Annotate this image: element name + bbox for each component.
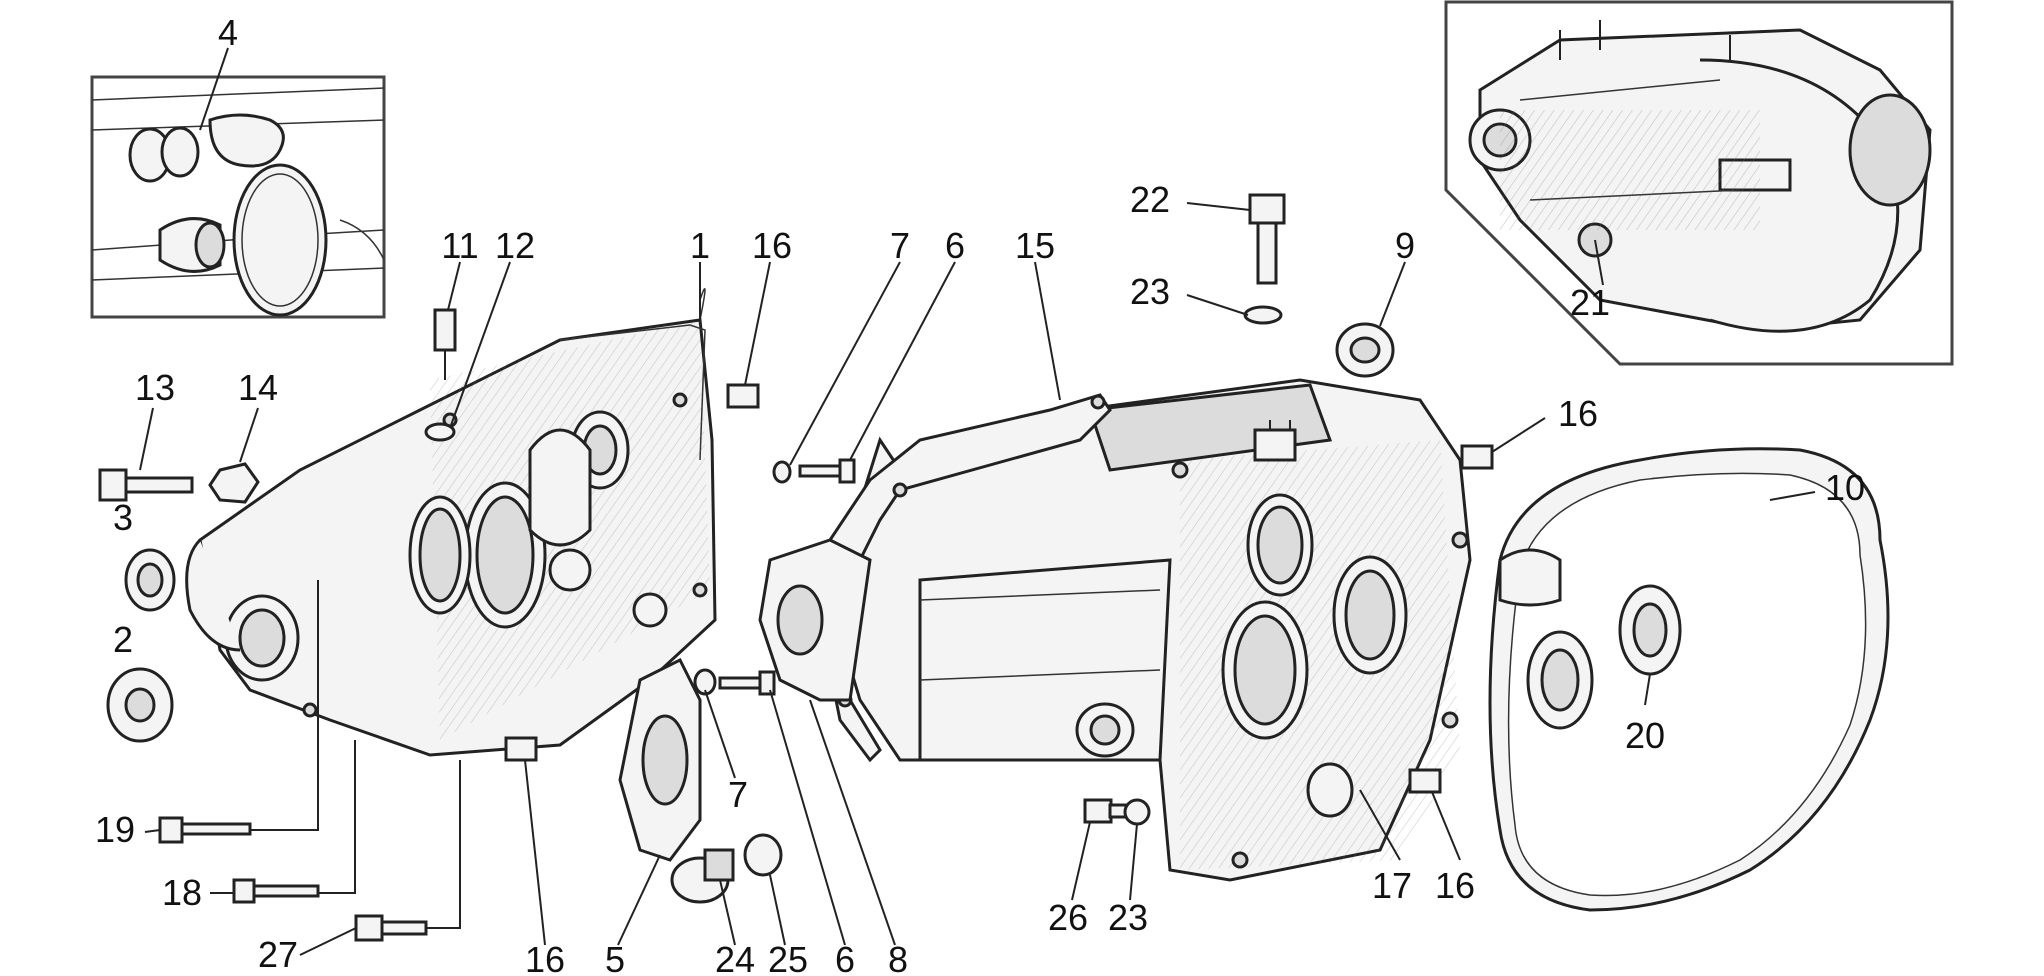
callout-8: 8: [888, 939, 908, 976]
callout-10: 10: [1825, 467, 1865, 508]
callout-labels: 4 11 12 1 16 7 6 15 22 23 9 21 13 14 3 2…: [95, 12, 1865, 976]
callout-23-top: 23: [1130, 271, 1170, 312]
callout-24: 24: [715, 939, 755, 976]
cover-gasket-10: [1488, 447, 1890, 912]
callout-6-bottom: 6: [835, 939, 855, 976]
callout-16-lower-right: 16: [1435, 865, 1475, 906]
callout-27: 27: [258, 934, 298, 975]
callout-4: 4: [218, 12, 238, 53]
gearbox-housing-rear: [828, 378, 1472, 882]
callout-25: 25: [768, 939, 808, 976]
callout-20: 20: [1625, 715, 1665, 756]
callout-11: 11: [441, 225, 478, 266]
callout-3: 3: [113, 497, 133, 538]
callout-12: 12: [495, 225, 535, 266]
callout-26: 26: [1048, 897, 1088, 938]
small-parts: [98, 193, 1494, 942]
callout-17: 17: [1372, 865, 1412, 906]
callout-22: 22: [1130, 179, 1170, 220]
callout-18: 18: [162, 872, 202, 913]
callout-16-bottom: 16: [525, 939, 565, 976]
callout-7-top: 7: [890, 225, 910, 266]
callout-9: 9: [1395, 225, 1415, 266]
callout-14: 14: [238, 367, 278, 408]
callout-7-bottom: 7: [728, 774, 748, 815]
callout-23-bottom: 23: [1108, 897, 1148, 938]
callout-2: 2: [113, 619, 133, 660]
callout-21: 21: [1570, 282, 1610, 323]
leader-lines: [139, 47, 1816, 956]
callout-15: 15: [1015, 225, 1055, 266]
callout-13: 13: [135, 367, 175, 408]
callout-6-top: 6: [945, 225, 965, 266]
callout-5: 5: [605, 939, 625, 976]
inset-detail-left: [90, 75, 386, 319]
inset-assembled-gearbox: [1444, 0, 1954, 366]
gasket-8: [758, 538, 872, 702]
callout-1: 1: [690, 225, 710, 266]
callout-19: 19: [95, 809, 135, 850]
callout-16-top: 16: [752, 225, 792, 266]
callout-16-right: 16: [1558, 393, 1598, 434]
gearbox-housing-front: [185, 288, 717, 757]
